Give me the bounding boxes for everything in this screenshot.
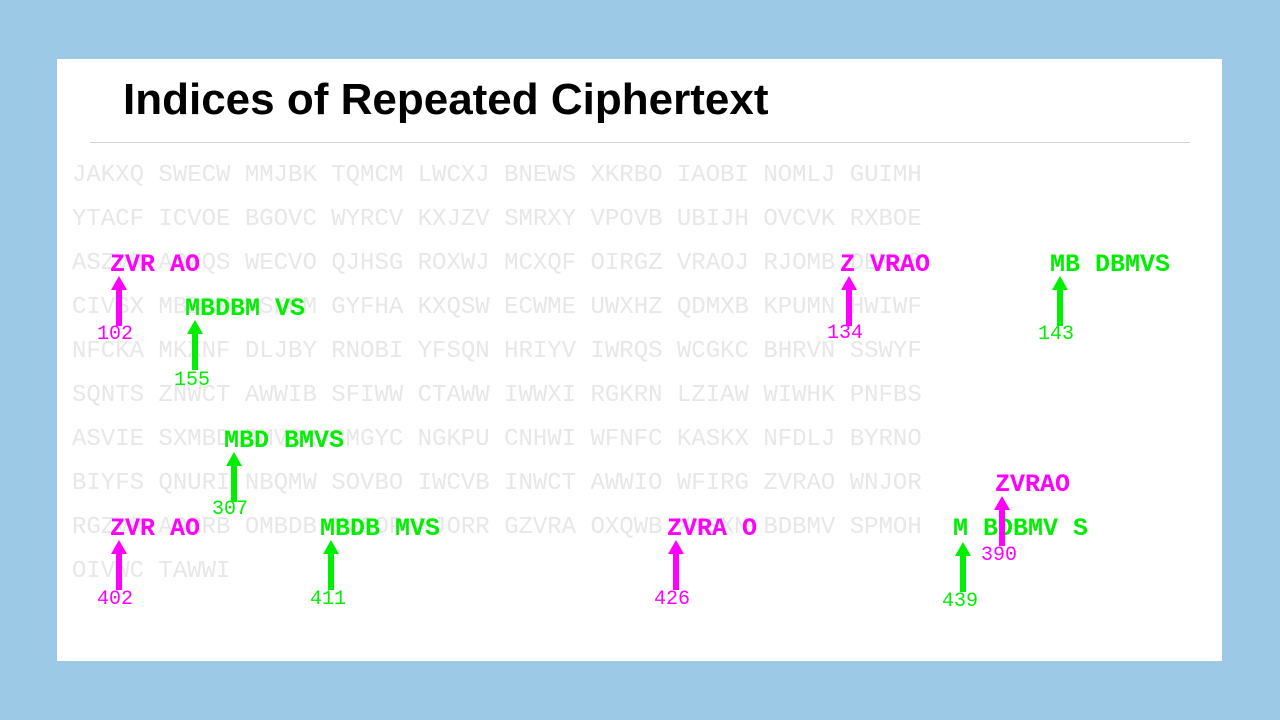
repeat-highlight-zvrao: ZVR AO	[110, 514, 201, 543]
ciphertext-row: SQNTS ZNWCT AWWIB SFIWW CTAWW IWWXI RGKR…	[72, 382, 922, 409]
slide-panel	[57, 59, 1222, 661]
up-arrow-icon	[994, 496, 1010, 546]
repeat-highlight-mbdbmvs: M BDBMV S	[953, 514, 1089, 543]
index-label: 426	[654, 588, 691, 611]
slide-title: Indices of Repeated Ciphertext	[123, 75, 769, 124]
repeat-highlight-zvrao: ZVRA O	[667, 514, 758, 543]
ciphertext-row: OIVWC TAWWI	[72, 558, 231, 585]
ciphertext-row: RGZVR AORRB OMBDB MVSOP NJORR GZVRA OXQW…	[72, 514, 922, 541]
repeat-highlight-zvrao: ZVR AO	[110, 250, 201, 279]
ciphertext-row: JAKXQ SWECW MMJBK TQMCM LWCXJ BNEWS XKRB…	[72, 162, 922, 189]
repeat-highlight-zvrao: Z VRAO	[840, 250, 931, 279]
index-label: 411	[310, 588, 347, 611]
repeat-highlight-mbdbmvs: MB DBMVS	[1050, 250, 1171, 279]
up-arrow-icon	[111, 540, 127, 590]
up-arrow-icon	[668, 540, 684, 590]
ciphertext-row: NFCKA MKXNF DLJBY RNOBI YFSQN HRIYV IWRQ…	[72, 338, 922, 365]
ciphertext-row: YTACF ICVOE BGOVC WYRCV KXJZV SMRXY VPOV…	[72, 206, 922, 233]
index-label: 155	[174, 369, 211, 392]
ciphertext-row: ASZVR AOXQS WECVO QJHSG ROXWJ MCXQF OIRG…	[72, 250, 922, 277]
index-label: 390	[981, 544, 1018, 567]
repeat-highlight-mbdbmvs: MBD BMVS	[224, 426, 345, 455]
ciphertext-row: ASVIE SXMBD BMVSK RMGYC NGKPU CNHWI WFNF…	[72, 426, 922, 453]
repeat-highlight-mbdbmvs: MBDB MVS	[320, 514, 441, 543]
up-arrow-icon	[841, 276, 857, 326]
title-divider	[90, 142, 1190, 143]
index-label: 307	[212, 498, 249, 521]
ciphertext-row: CIVSX MBDBM VSKRM GYFHA KXQSW ECWME UWXH…	[72, 294, 922, 321]
ciphertext-row: BIYFS QNURI NBQMW SOVBO IWCVB INWCT AWWI…	[72, 470, 922, 497]
repeat-highlight-zvrao: ZVRAO	[995, 470, 1071, 499]
up-arrow-icon	[226, 452, 242, 502]
up-arrow-icon	[111, 276, 127, 326]
index-label: 439	[942, 590, 979, 613]
up-arrow-icon	[323, 540, 339, 590]
up-arrow-icon	[187, 320, 203, 370]
repeat-highlight-mbdbmvs: MBDBM VS	[185, 294, 306, 323]
index-label: 134	[827, 322, 864, 345]
up-arrow-icon	[1052, 276, 1068, 326]
index-label: 402	[97, 588, 134, 611]
index-label: 102	[97, 323, 134, 346]
up-arrow-icon	[955, 542, 971, 592]
index-label: 143	[1038, 323, 1075, 346]
